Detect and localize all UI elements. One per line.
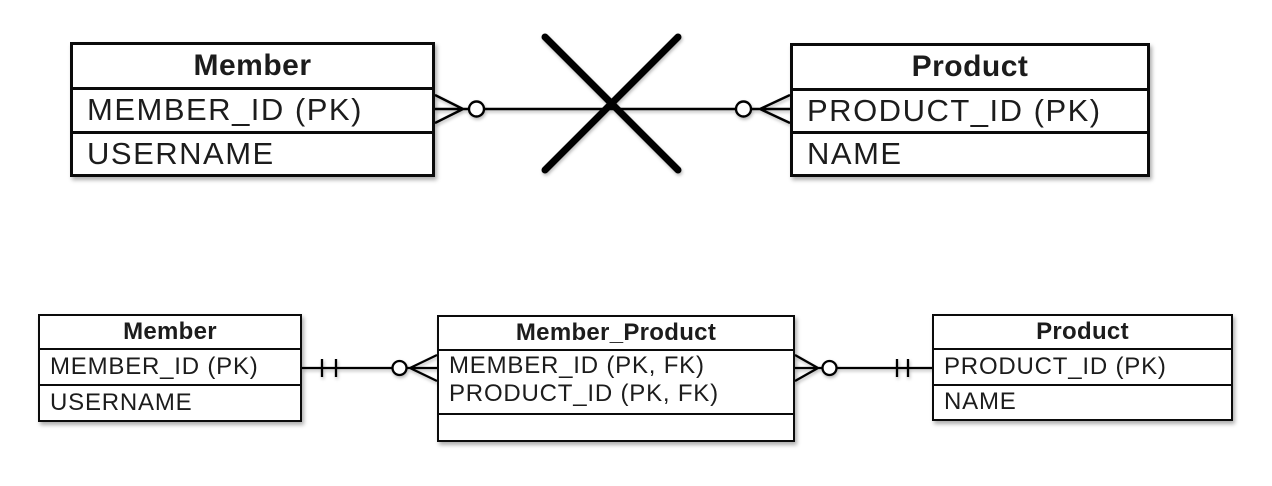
relationship-connector-junction-product [794, 353, 932, 383]
entity-title: Product [1036, 318, 1129, 345]
entity-attribute: PRODUCT_ID (PK) [793, 88, 1147, 131]
entity-attribute: PRODUCT_ID (PK) [934, 348, 1231, 384]
crow-foot-zero-or-many-icon [734, 93, 791, 125]
entity-attribute: PRODUCT_ID (PK, FK) [449, 380, 719, 407]
crow-foot-zero-or-many-icon [434, 93, 486, 125]
relationship-connector-many-to-many [434, 33, 791, 174]
crow-foot-zero-or-many-icon [391, 353, 438, 383]
entity-title: Product [911, 50, 1029, 83]
entity-attribute: MEMBER_ID (PK, FK) [449, 352, 705, 379]
entity-attribute: MEMBER_ID (PK) [73, 87, 432, 131]
entity-attribute-group: MEMBER_ID (PK, FK) PRODUCT_ID (PK, FK) [439, 349, 793, 413]
entity-attribute: NAME [934, 383, 1231, 420]
entity-title: Member [193, 49, 312, 82]
one-and-only-one-ticks-icon [895, 359, 910, 377]
crow-foot-zero-or-many-icon [794, 353, 838, 383]
one-and-only-one-ticks-icon [320, 359, 338, 377]
entity-attribute: USERNAME [40, 384, 300, 420]
entity-table-member-product-junction: Member_Product MEMBER_ID (PK, FK) PRODUC… [437, 315, 795, 442]
entity-title: Member [123, 318, 217, 345]
entity-table-product-bottom: Product PRODUCT_ID (PK) NAME [932, 314, 1233, 421]
entity-attribute: USERNAME [73, 130, 432, 175]
cross-out-icon [541, 33, 682, 174]
entity-table-member-top: Member MEMBER_ID (PK) USERNAME [70, 42, 435, 177]
entity-table-member-bottom: Member MEMBER_ID (PK) USERNAME [38, 314, 302, 422]
entity-table-product-top: Product PRODUCT_ID (PK) NAME [790, 43, 1150, 177]
entity-title: Member_Product [515, 319, 717, 346]
entity-attribute: NAME [793, 131, 1147, 174]
empty-row [439, 413, 793, 440]
entity-attribute: MEMBER_ID (PK) [40, 348, 300, 384]
relationship-connector-member-junction [302, 353, 438, 383]
